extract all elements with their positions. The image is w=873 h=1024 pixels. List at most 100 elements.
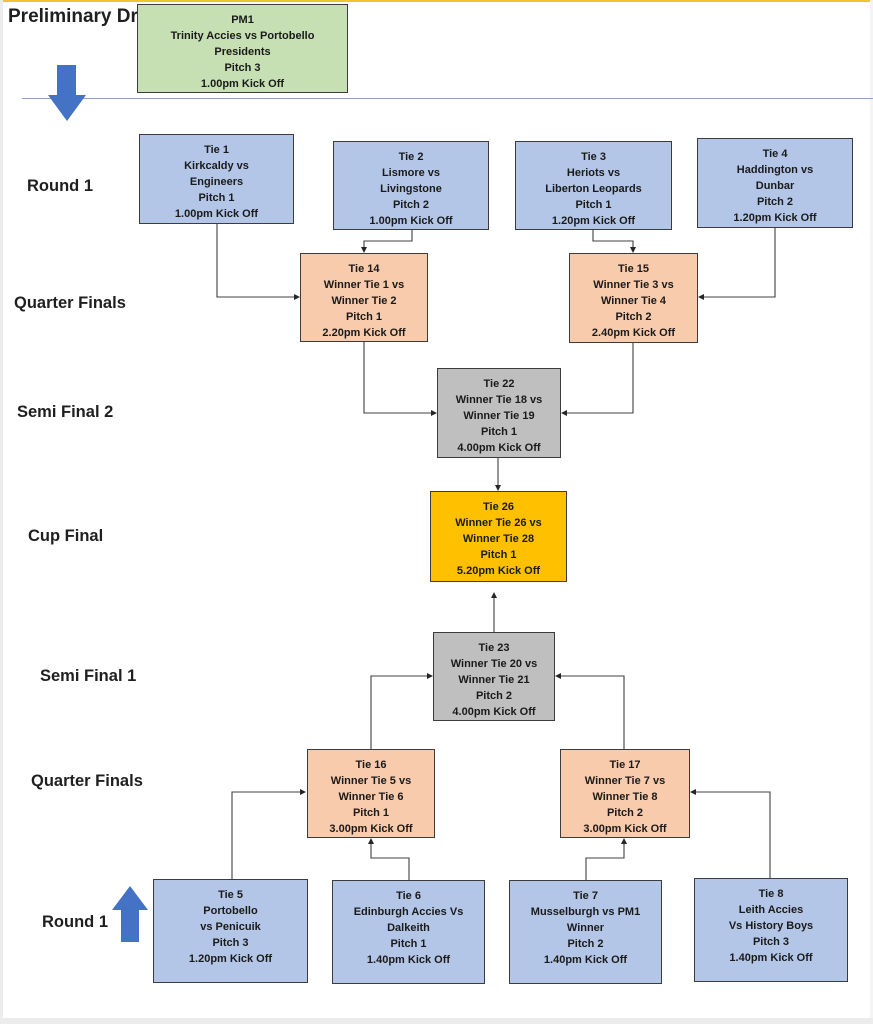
connector-tie1-tie14 xyxy=(216,224,296,298)
match-title: Tie 3 xyxy=(581,151,606,163)
match-teams: Winner Tie 8 xyxy=(592,791,658,803)
match-teams: Heriots vs xyxy=(566,167,621,179)
match-pitch: Pitch 1 xyxy=(480,549,517,561)
match-pitch: Pitch 1 xyxy=(352,807,390,819)
match-pitch: Pitch 1 xyxy=(198,192,235,204)
match-pitch: Pitch 1 xyxy=(575,199,612,211)
match-teams: Lismore vs xyxy=(381,167,441,179)
match-teams: Winner Tie 7 vs xyxy=(584,775,666,787)
stage-label-quarter-finals-bottom: Quarter Finals xyxy=(31,772,143,790)
stage-label-cup-final: Cup Final xyxy=(28,527,104,545)
match-box-tie22: Tie 22 Winner Tie 18 vs Winner Tie 19 Pi… xyxy=(437,368,561,458)
match-pitch: Pitch 3 xyxy=(752,936,790,948)
match-teams: Trinity Accies vs Portobello xyxy=(170,30,315,42)
match-title: Tie 2 xyxy=(398,151,424,163)
connector-tie16-tie23 xyxy=(370,675,429,749)
match-kickoff: 1.40pm Kick Off xyxy=(366,954,451,966)
match-kickoff: 1.00pm Kick Off xyxy=(369,215,453,227)
match-kickoff: 4.00pm Kick Off xyxy=(457,442,541,454)
match-box-tie16: Tie 16 Winner Tie 5 vs Winner Tie 6 Pitc… xyxy=(307,749,435,838)
up-arrow-icon xyxy=(112,886,148,942)
arrowhead xyxy=(300,789,306,795)
connector-tie7-tie17 xyxy=(585,843,625,880)
match-title: Tie 4 xyxy=(762,148,788,160)
connector-tie5-tie16 xyxy=(231,791,302,879)
connector-tie4-tie15 xyxy=(703,228,776,298)
match-teams: Presidents xyxy=(214,46,271,58)
match-pitch: Pitch 2 xyxy=(475,690,513,702)
match-kickoff: 2.20pm Kick Off xyxy=(322,327,406,339)
match-kickoff: 1.20pm Kick Off xyxy=(733,212,817,224)
match-box-tie26-cup-final: Tie 26 Winner Tie 26 vs Winner Tie 28 Pi… xyxy=(430,491,567,582)
match-box-tie6: Tie 6 Edinburgh Accies Vs Dalkeith Pitch… xyxy=(332,880,485,984)
down-arrow-icon xyxy=(48,65,86,121)
match-kickoff: 1.00pm Kick Off xyxy=(200,78,285,90)
match-kickoff: 2.40pm Kick Off xyxy=(591,327,676,339)
match-teams: Liberton Leopards xyxy=(545,183,642,195)
match-title: Tie 7 xyxy=(573,890,598,902)
match-kickoff: 4.00pm Kick Off xyxy=(452,706,536,718)
match-title: Tie 8 xyxy=(758,888,784,900)
stage-label-quarter-finals-top: Quarter Finals xyxy=(14,294,126,312)
match-box-tie8: Tie 8 Leith Accies Vs History Boys Pitch… xyxy=(694,878,848,982)
match-box-tie14: Tie 14 Winner Tie 1 vs Winner Tie 2 Pitc… xyxy=(300,253,428,342)
match-teams: Haddington vs xyxy=(736,164,814,176)
match-pitch: Pitch 1 xyxy=(390,938,427,950)
connector-tie6-tie16 xyxy=(370,843,410,880)
match-teams: Kirkcaldy vs xyxy=(184,160,249,172)
arrowhead xyxy=(555,673,561,679)
match-teams: Leith Accies xyxy=(738,904,804,916)
arrowhead xyxy=(690,789,696,795)
match-title: Tie 1 xyxy=(204,144,229,156)
match-teams: Winner Tie 6 xyxy=(338,791,404,803)
match-kickoff: 1.00pm Kick Off xyxy=(174,208,259,220)
match-teams: Dalkeith xyxy=(387,922,430,934)
stage-label-round1-bottom: Round 1 xyxy=(42,913,108,931)
arrowhead xyxy=(621,838,627,844)
match-box-pm1: PM1 Trinity Accies vs Portobello Preside… xyxy=(137,4,348,93)
stage-label-preliminary: Preliminary Draw xyxy=(8,6,164,27)
match-pitch: Pitch 2 xyxy=(606,807,644,819)
match-teams: Dunbar xyxy=(755,180,795,192)
match-teams: Winner Tie 21 xyxy=(458,674,530,686)
match-title: Tie 16 xyxy=(355,759,387,771)
match-title: Tie 17 xyxy=(609,759,641,771)
match-pitch: Pitch 2 xyxy=(392,199,430,211)
arrowhead xyxy=(491,592,497,598)
match-kickoff: 3.00pm Kick Off xyxy=(329,823,413,835)
match-pitch: Pitch 3 xyxy=(212,937,249,949)
top-border xyxy=(0,0,873,2)
match-box-tie4: Tie 4 Haddington vs Dunbar Pitch 2 1.20p… xyxy=(697,138,853,228)
match-pitch: Pitch 1 xyxy=(480,426,518,438)
match-teams: Winner Tie 5 vs xyxy=(330,775,412,787)
arrowhead xyxy=(561,410,567,416)
bottom-edge xyxy=(0,1018,873,1024)
match-teams: Winner Tie 3 vs xyxy=(593,279,674,291)
match-kickoff: 1.40pm Kick Off xyxy=(543,954,628,966)
connector-tie14-tie22 xyxy=(363,342,433,414)
match-title: Tie 22 xyxy=(483,378,515,390)
preliminary-divider xyxy=(22,98,873,99)
match-teams: Winner Tie 28 xyxy=(462,533,535,545)
match-teams: Edinburgh Accies Vs xyxy=(353,906,464,918)
match-pitch: Pitch 1 xyxy=(345,311,383,323)
match-title: Tie 26 xyxy=(483,501,514,513)
match-teams: Vs History Boys xyxy=(728,920,814,932)
match-teams: Winner Tie 2 xyxy=(331,295,397,307)
match-box-tie3: Tie 3 Heriots vs Liberton Leopards Pitch… xyxy=(515,141,672,230)
match-title: Tie 6 xyxy=(396,890,421,902)
stage-label-semi-final-2: Semi Final 2 xyxy=(17,403,114,421)
connector-tie8-tie17 xyxy=(694,791,771,878)
match-teams: Engineers xyxy=(189,176,244,188)
match-teams: Winner Tie 4 xyxy=(600,295,667,307)
connector-tie2-tie14 xyxy=(363,230,413,248)
match-box-tie5: Tie 5 Portobello vs Penicuik Pitch 3 1.2… xyxy=(153,879,308,983)
stage-label-round1-top: Round 1 xyxy=(27,177,93,195)
right-edge xyxy=(870,0,873,1024)
match-teams: Winner Tie 19 xyxy=(463,410,535,422)
match-pitch: Pitch 2 xyxy=(756,196,794,208)
match-title: Tie 15 xyxy=(618,263,649,275)
match-teams: Winner xyxy=(566,922,605,934)
match-teams: vs Penicuik xyxy=(200,921,261,933)
match-box-tie23: Tie 23 Winner Tie 20 vs Winner Tie 21 Pi… xyxy=(433,632,555,721)
